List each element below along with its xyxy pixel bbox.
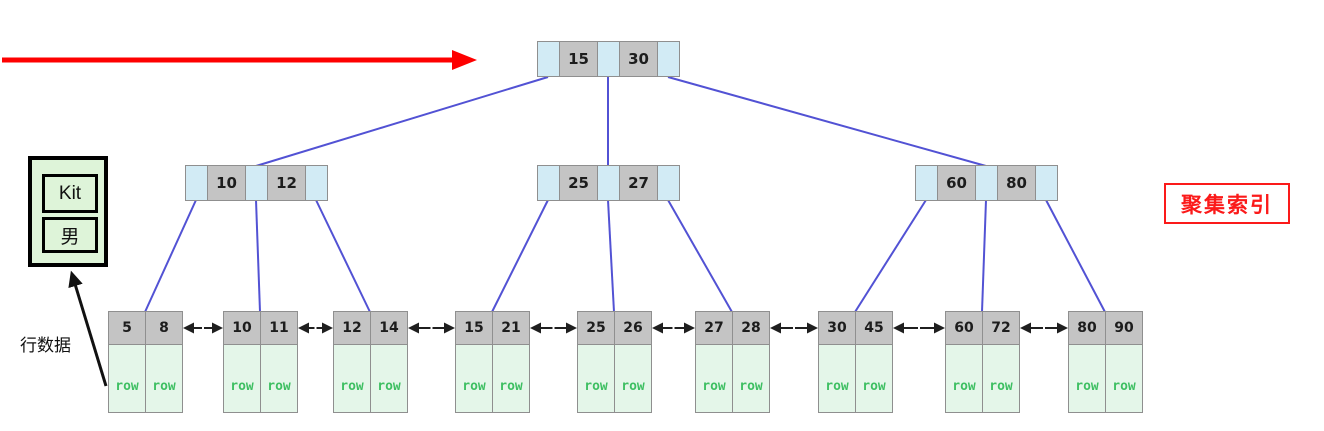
leaf-row-cell: row (333, 344, 371, 413)
tree-edge (144, 199, 197, 313)
key-cell: 25 (559, 165, 598, 201)
leaf-row-cell: row (577, 344, 615, 413)
pointer-cell (915, 165, 938, 201)
internal-node-2: 25 27 (537, 165, 680, 201)
key-cell: 10 (207, 165, 246, 201)
pointer-cell (975, 165, 998, 201)
leaf-row-cell: row (260, 344, 298, 413)
leaf-row-cell: row (108, 344, 146, 413)
leaf-key-cell: 60 (945, 311, 983, 345)
leaf-row-cell: row (855, 344, 893, 413)
leaf-row-cell: row (945, 344, 983, 413)
key-cell: 12 (267, 165, 306, 201)
row-data-label: 行数据 (20, 336, 71, 355)
tree-edge (315, 199, 371, 313)
record-field-gender: 男 (42, 217, 98, 253)
internal-node-1: 10 12 (185, 165, 328, 201)
pointer-cell (245, 165, 268, 201)
leaf-key-cell: 14 (370, 311, 408, 345)
tree-edge (667, 76, 987, 167)
leaf-row-cell: row (732, 344, 770, 413)
leaf-row-cell: row (818, 344, 856, 413)
leaf-key-cell: 12 (333, 311, 371, 345)
leaf-key-cell: 11 (260, 311, 298, 345)
key-cell: 80 (997, 165, 1036, 201)
pointer-cell (1035, 165, 1058, 201)
leaf-key-cell: 27 (695, 311, 733, 345)
leaf-key-cell: 90 (1105, 311, 1143, 345)
leaf-row-cell: row (1068, 344, 1106, 413)
pointer-cell (657, 41, 680, 77)
leaf-row-cell: row (145, 344, 183, 413)
leaf-key-cell: 26 (614, 311, 652, 345)
leaf-key-cell: 15 (455, 311, 493, 345)
leaf-row-cell: row (982, 344, 1020, 413)
pointer-cell (657, 165, 680, 201)
pointer-cell (305, 165, 328, 201)
tree-edge (854, 199, 927, 313)
tree-edge (255, 76, 549, 167)
tree-edge (607, 199, 615, 313)
internal-node-3: 60 80 (915, 165, 1058, 201)
key-cell: 27 (619, 165, 658, 201)
clustered-index-label: 聚集索引 (1164, 183, 1290, 224)
row-record-card: Kit 男 (28, 156, 108, 267)
tree-edge (667, 199, 733, 313)
leaf-key-cell: 45 (855, 311, 893, 345)
leaf-row-cell: row (492, 344, 530, 413)
key-cell: 15 (559, 41, 598, 77)
key-cell: 30 (619, 41, 658, 77)
row-data-arrow (68, 270, 108, 387)
leaf-key-cell: 72 (982, 311, 1020, 345)
leaf-key-cell: 28 (732, 311, 770, 345)
pointer-cell (597, 165, 620, 201)
leaf-row-cell: row (614, 344, 652, 413)
leaf-key-cell: 5 (108, 311, 146, 345)
leaf-row-cell: row (370, 344, 408, 413)
leaf-key-cell: 10 (223, 311, 261, 345)
leaf-key-cell: 21 (492, 311, 530, 345)
tree-edge (1045, 199, 1106, 313)
leaf-key-cell: 8 (145, 311, 183, 345)
record-field-name: Kit (42, 174, 98, 213)
leaf-row-cell: row (223, 344, 261, 413)
pointer-cell (185, 165, 208, 201)
tree-edge (491, 199, 549, 313)
pointer-cell (537, 41, 560, 77)
pointer-cell (597, 41, 620, 77)
leaf-row-cell: row (1105, 344, 1143, 413)
leaf-row-cell: row (695, 344, 733, 413)
key-cell: 60 (937, 165, 976, 201)
leaf-key-cell: 30 (818, 311, 856, 345)
tree-edge (981, 199, 987, 313)
tree-edge (255, 199, 261, 313)
leaf-key-cell: 25 (577, 311, 615, 345)
pointer-cell (537, 165, 560, 201)
leaf-key-cell: 80 (1068, 311, 1106, 345)
leaf-row-cell: row (455, 344, 493, 413)
